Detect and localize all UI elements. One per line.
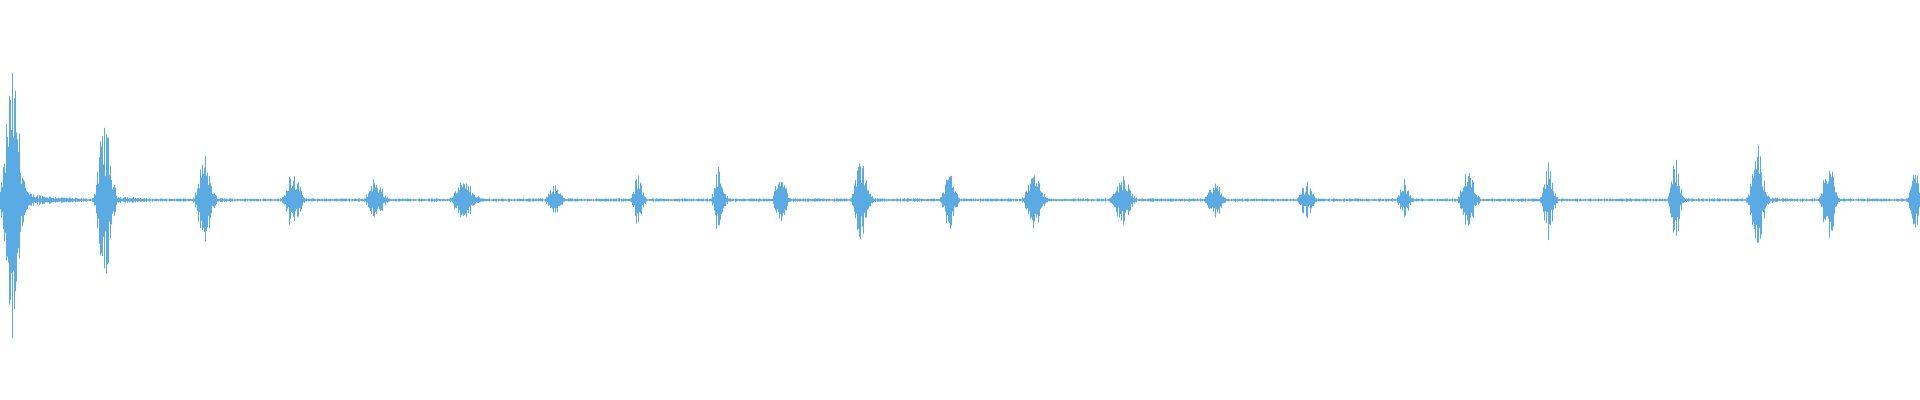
waveform-path [0,72,1920,339]
waveform-samples [0,72,1920,339]
